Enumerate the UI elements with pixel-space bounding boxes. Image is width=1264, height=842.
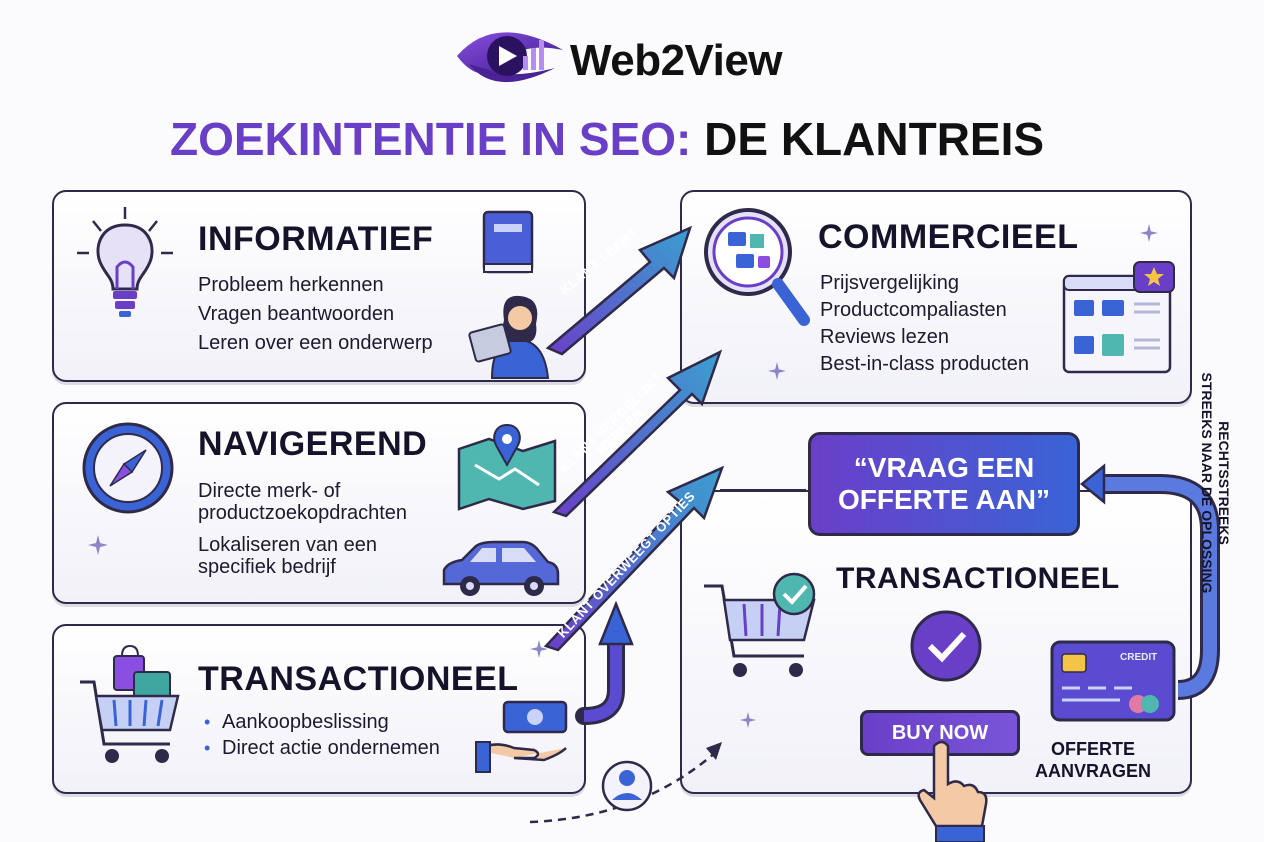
card-transactioneel-left-title: TRANSACTIONEEL bbox=[198, 660, 519, 698]
card-commercieel-line: Best-in-class producten bbox=[820, 353, 1029, 375]
card-commercieel-title: COMMERCIEEL bbox=[818, 218, 1079, 256]
sparkle-icon bbox=[768, 362, 786, 380]
sparkle-icon bbox=[88, 535, 108, 555]
pointing-hand-icon bbox=[917, 740, 988, 842]
bullet-icon: • bbox=[204, 712, 211, 732]
card-navigerend-line: productzoekopdrachten bbox=[198, 502, 408, 524]
offerte-line1: OFFERTE bbox=[1051, 739, 1135, 759]
card-transactioneel-right-title: TRANSACTIONEEL bbox=[836, 562, 1120, 595]
book-icon bbox=[482, 210, 534, 274]
checkmark-circle-icon bbox=[910, 610, 982, 682]
offerte-aanvragen-label: OFFERTE AANVRAGEN bbox=[1028, 738, 1158, 782]
car-icon bbox=[442, 540, 560, 596]
shopping-cart-check-icon bbox=[704, 572, 816, 677]
side-text-line1: RECHTSSTREEKS bbox=[1216, 421, 1232, 545]
compass-icon bbox=[82, 422, 174, 514]
card-informatief-line: Probleem herkennen bbox=[198, 274, 384, 296]
lightbulb-icon bbox=[77, 207, 173, 317]
credit-card-icon bbox=[1050, 640, 1176, 722]
card-informatief-line: Leren over een onderwerp bbox=[198, 332, 433, 354]
credit-card-label: CREDIT bbox=[1120, 652, 1158, 663]
request-quote-text: “VRAAG EEN OFFERTE AAN” bbox=[837, 452, 1051, 515]
brand-name: Web2View bbox=[570, 36, 783, 85]
card-transactioneel-left-line: Direct actie ondernemen bbox=[222, 737, 440, 759]
card-navigerend-line: Lokaliseren van een bbox=[198, 534, 378, 556]
card-navigerend-line: Directe merk- of bbox=[198, 480, 341, 502]
shopping-cart-icon bbox=[80, 644, 180, 763]
card-commercieel-line: Productcompaliasten bbox=[820, 299, 1007, 321]
sparkle-icon bbox=[530, 640, 548, 658]
product-grid-icon bbox=[1062, 261, 1175, 374]
bullet-icon: • bbox=[204, 738, 211, 758]
side-text-line2: STREEKS NAAR DE OPLOSSING bbox=[1199, 372, 1215, 594]
page-title: ZOEKINTENTIE IN SEO: DE KLANTREIS bbox=[170, 112, 1044, 166]
map-pin-icon bbox=[457, 423, 557, 511]
offerte-line2: AANVRAGEN bbox=[1034, 761, 1151, 781]
arrow-klant-vergelijkt bbox=[551, 349, 723, 518]
request-quote-banner[interactable]: “VRAAG EEN OFFERTE AAN” bbox=[808, 432, 1080, 536]
arrow-klant-leert bbox=[545, 225, 693, 356]
card-commercieel-line: Prijsvergelijking bbox=[820, 272, 959, 294]
page-title-part2: DE KLANTREIS bbox=[704, 113, 1045, 165]
side-vertical-text: RECHTSSTREEKS STREEKS NAAR DE OPLOSSING bbox=[1198, 358, 1232, 608]
sparkle-icon bbox=[740, 712, 756, 728]
page-title-part1: ZOEKINTENTIE IN SEO: bbox=[170, 113, 692, 165]
magnifier-icon bbox=[704, 208, 810, 326]
card-transactioneel-left-line: Aankoopbeslissing bbox=[222, 711, 389, 733]
cash-hand-icon bbox=[475, 700, 568, 773]
person-tablet-icon bbox=[468, 295, 550, 379]
sparkle-icon bbox=[1140, 224, 1158, 242]
card-navigerend-line: specifiek bedrijf bbox=[198, 556, 336, 578]
web2view-logo-icon bbox=[457, 32, 563, 83]
arrow-klant-overweegt bbox=[543, 465, 725, 652]
card-commercieel-line: Reviews lezen bbox=[820, 326, 949, 348]
card-informatief-title: INFORMATIEF bbox=[198, 220, 434, 258]
card-informatief-line: Vragen beantwoorden bbox=[198, 303, 395, 325]
buy-now-label: BUY NOW bbox=[891, 721, 989, 744]
card-navigerend-title: NAVIGEREND bbox=[198, 425, 428, 463]
